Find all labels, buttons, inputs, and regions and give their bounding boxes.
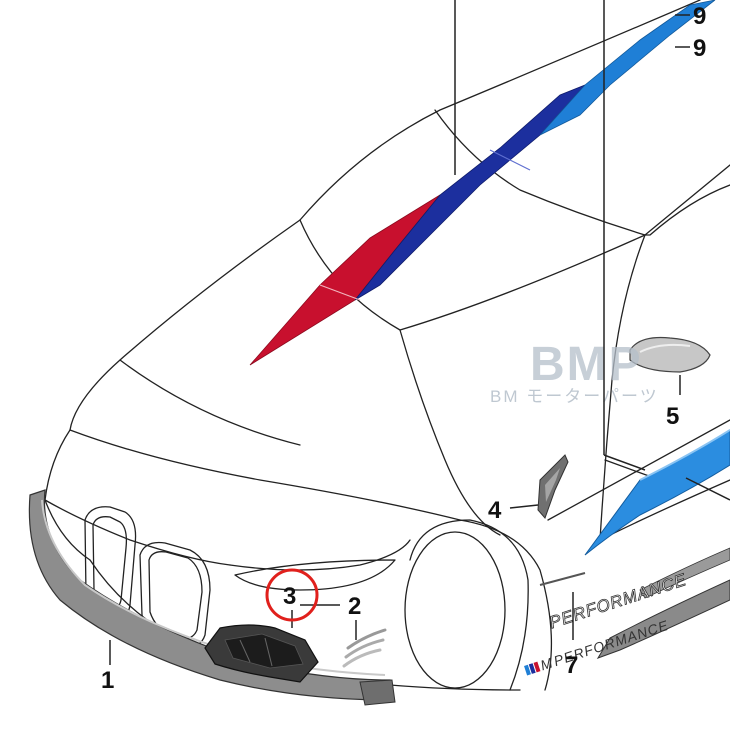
callout-2: 2 — [348, 593, 361, 620]
side-prefix-text: M — [538, 654, 555, 673]
m-stripe-logo — [524, 664, 531, 676]
air-intake-frame-part — [204, 624, 319, 683]
watermark-sub: BM モーターパーツ — [490, 387, 659, 406]
fender-badge-part — [537, 454, 569, 519]
callout-3: 3 — [283, 583, 296, 610]
leader-lines — [109, 0, 730, 665]
watermark: BMP BM モーターパーツ — [490, 338, 659, 406]
callout-labels: 9 9 5 4 3 2 1 7 — [101, 3, 706, 694]
highlight-circle — [265, 568, 319, 622]
front-splitter-part — [28, 489, 396, 706]
side-stripe-decal — [584, 429, 730, 556]
callout-9-top: 9 — [693, 3, 706, 30]
roof-stripe-decal — [249, 0, 716, 366]
side-sill-decal — [539, 547, 730, 659]
mirror-cap-part — [629, 336, 711, 373]
front-vent-stripes-part — [342, 628, 387, 668]
callout-1: 1 — [101, 667, 114, 694]
car-body-outline — [44, 0, 730, 691]
callout-4: 4 — [488, 497, 502, 524]
watermark-main: BMP — [530, 338, 643, 391]
callout-7: 7 — [565, 652, 578, 679]
m-performance-side-text: M PERFORMANCE — [524, 617, 671, 676]
callout-9-bottom: 9 — [693, 35, 706, 62]
callout-5: 5 — [666, 403, 679, 430]
